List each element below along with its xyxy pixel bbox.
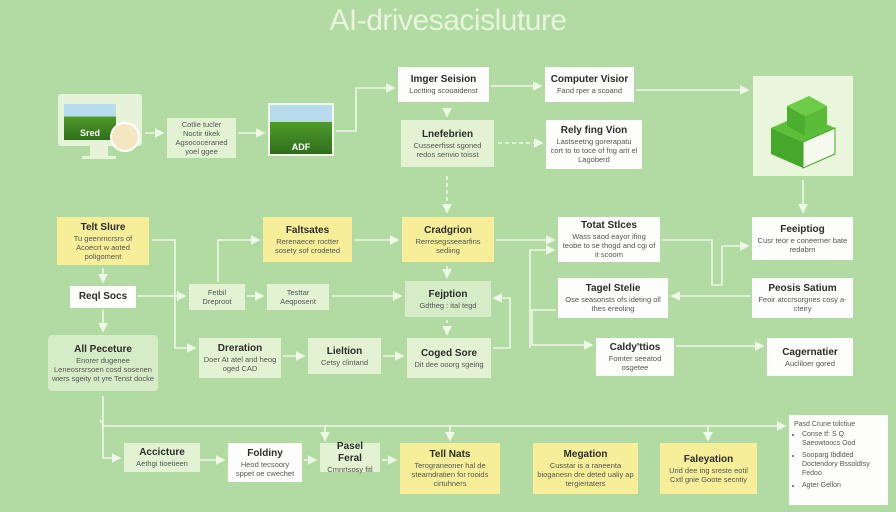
box-text: Cusr teor e coneerner bate redabrn <box>757 235 848 254</box>
box-text: Tu geenrncrsrs of Acoecrt w aoted poligo… <box>73 233 133 261</box>
box-text: Cusstar is a raneenta bioganesn dre dete… <box>537 461 634 488</box>
box-text: Lastseetng gorerapatu cort to to toce of… <box>550 137 638 164</box>
intro-box: Cotlie tucler Noctir tikek Agsococeraned… <box>167 118 236 158</box>
box-title: Coged Sore <box>420 347 478 359</box>
box-text: Urid dee ing sreste eotil Cxtl gnie Goot… <box>669 465 748 484</box>
box-title: Cagernatier <box>782 346 838 358</box>
box-text: Doer At atel and heog oged CAD <box>203 355 277 373</box>
box-text: Terograneoner hal de steamdratien for ro… <box>411 461 489 488</box>
box-title: Faleyation <box>683 453 734 465</box>
box-title: Computer Visior <box>550 74 629 85</box>
monitor-label: Sred <box>79 128 100 138</box>
box-text: Aucliloer gored <box>784 358 836 368</box>
box-title: Pasel Feral <box>336 441 364 464</box>
box-text: Dreproot <box>202 297 232 306</box>
notes-list-box: Pasd Crune tolctiue Conse tf: S Q Saeowt… <box>789 415 888 505</box>
box-text: Fand rper a scoand <box>556 86 623 95</box>
list-item: Agter Gellon <box>802 481 883 490</box>
box-title: Telt Slure <box>80 221 126 233</box>
box-text: Feoir atccrsorgnes cosy a-cteiry <box>758 295 847 313</box>
box-title: Rely fing Vion <box>560 125 628 136</box>
reql-socs-box: Reql Socs <box>70 286 136 308</box>
box-title: Totat Stlces <box>581 220 637 231</box>
box-text: Rerresegsseearfins sediing <box>415 236 481 255</box>
box-text: Cusseerfisst sgoned redos senvio toisst <box>413 140 482 159</box>
box-text: Rerenaecer roctter sosety sof crodeted <box>274 236 341 255</box>
box-title: Megation <box>563 449 608 460</box>
box-text: Dit dee ooorg sgeing <box>414 359 484 369</box>
field-image: ADF <box>268 103 334 156</box>
box-title: Lnefebrien <box>421 128 474 140</box>
list-heading: Pasd Crune tolctiue <box>794 421 856 428</box>
box-text: Cetsy clintand <box>320 357 369 367</box>
box-title: Foldiny <box>247 447 283 459</box>
box-text: Ose seasonsts ofs ideting oll thes ereol… <box>565 295 661 313</box>
box-text: Enorer dugenee Leneosrsrsoen cosd sosene… <box>52 355 154 383</box>
box-text: Cmnrtsosy fitl <box>327 465 373 474</box>
box-text: Loctting scooaidenst <box>409 86 478 95</box>
box-title: Cradgrion <box>424 224 472 236</box>
box-title: Imger Seision <box>410 74 477 85</box>
box-title: Faltsates <box>285 224 330 236</box>
field-image-label: ADF <box>291 142 311 152</box>
box-title: Reql Socs <box>78 291 128 302</box>
box-text: Heod tecsoory sppet oe cwechet <box>235 459 295 478</box>
box-text: Aethgi tioetieen <box>136 459 188 468</box>
box-text: Wass saod eayor ifing teobe to se thogd … <box>562 232 656 259</box>
list-item: Conse tf: S Q Saeowtoocs Ood <box>802 430 883 448</box>
box-title: Fetbil <box>207 288 227 297</box>
box-title: Tagel Stelie <box>585 283 641 294</box>
box-title: Lieltion <box>326 345 363 357</box>
box-text: Fomter seeatod osgetee <box>608 354 662 372</box>
monitor-icon: Sred <box>58 94 142 160</box>
box-text: Aeqposent <box>280 297 316 306</box>
intro-text: Cotlie tucler Noctir tikek Agsococeraned… <box>175 120 228 156</box>
box-title: Fejption <box>428 288 468 300</box>
box-title: All Peceture <box>74 343 132 355</box>
box-text: Gdtheg : ital tegd <box>419 300 477 310</box>
box-title: Tell Nats <box>429 449 471 460</box>
box-title: Caldy'ttios <box>609 342 661 353</box>
box-title: Accicture <box>139 447 185 458</box>
box-title: Dreration <box>217 343 263 354</box>
box-title: Testtar <box>286 288 310 297</box>
data-cube-icon <box>753 76 853 176</box>
list-item: Sooparg Ibdlded Doctendory Bssoldtsy Fed… <box>802 451 883 478</box>
page-title: AI-drivesacisluture <box>329 4 567 37</box>
box-title: Feeiptiog <box>780 223 825 235</box>
box-title: Peosis Satium <box>768 283 837 294</box>
